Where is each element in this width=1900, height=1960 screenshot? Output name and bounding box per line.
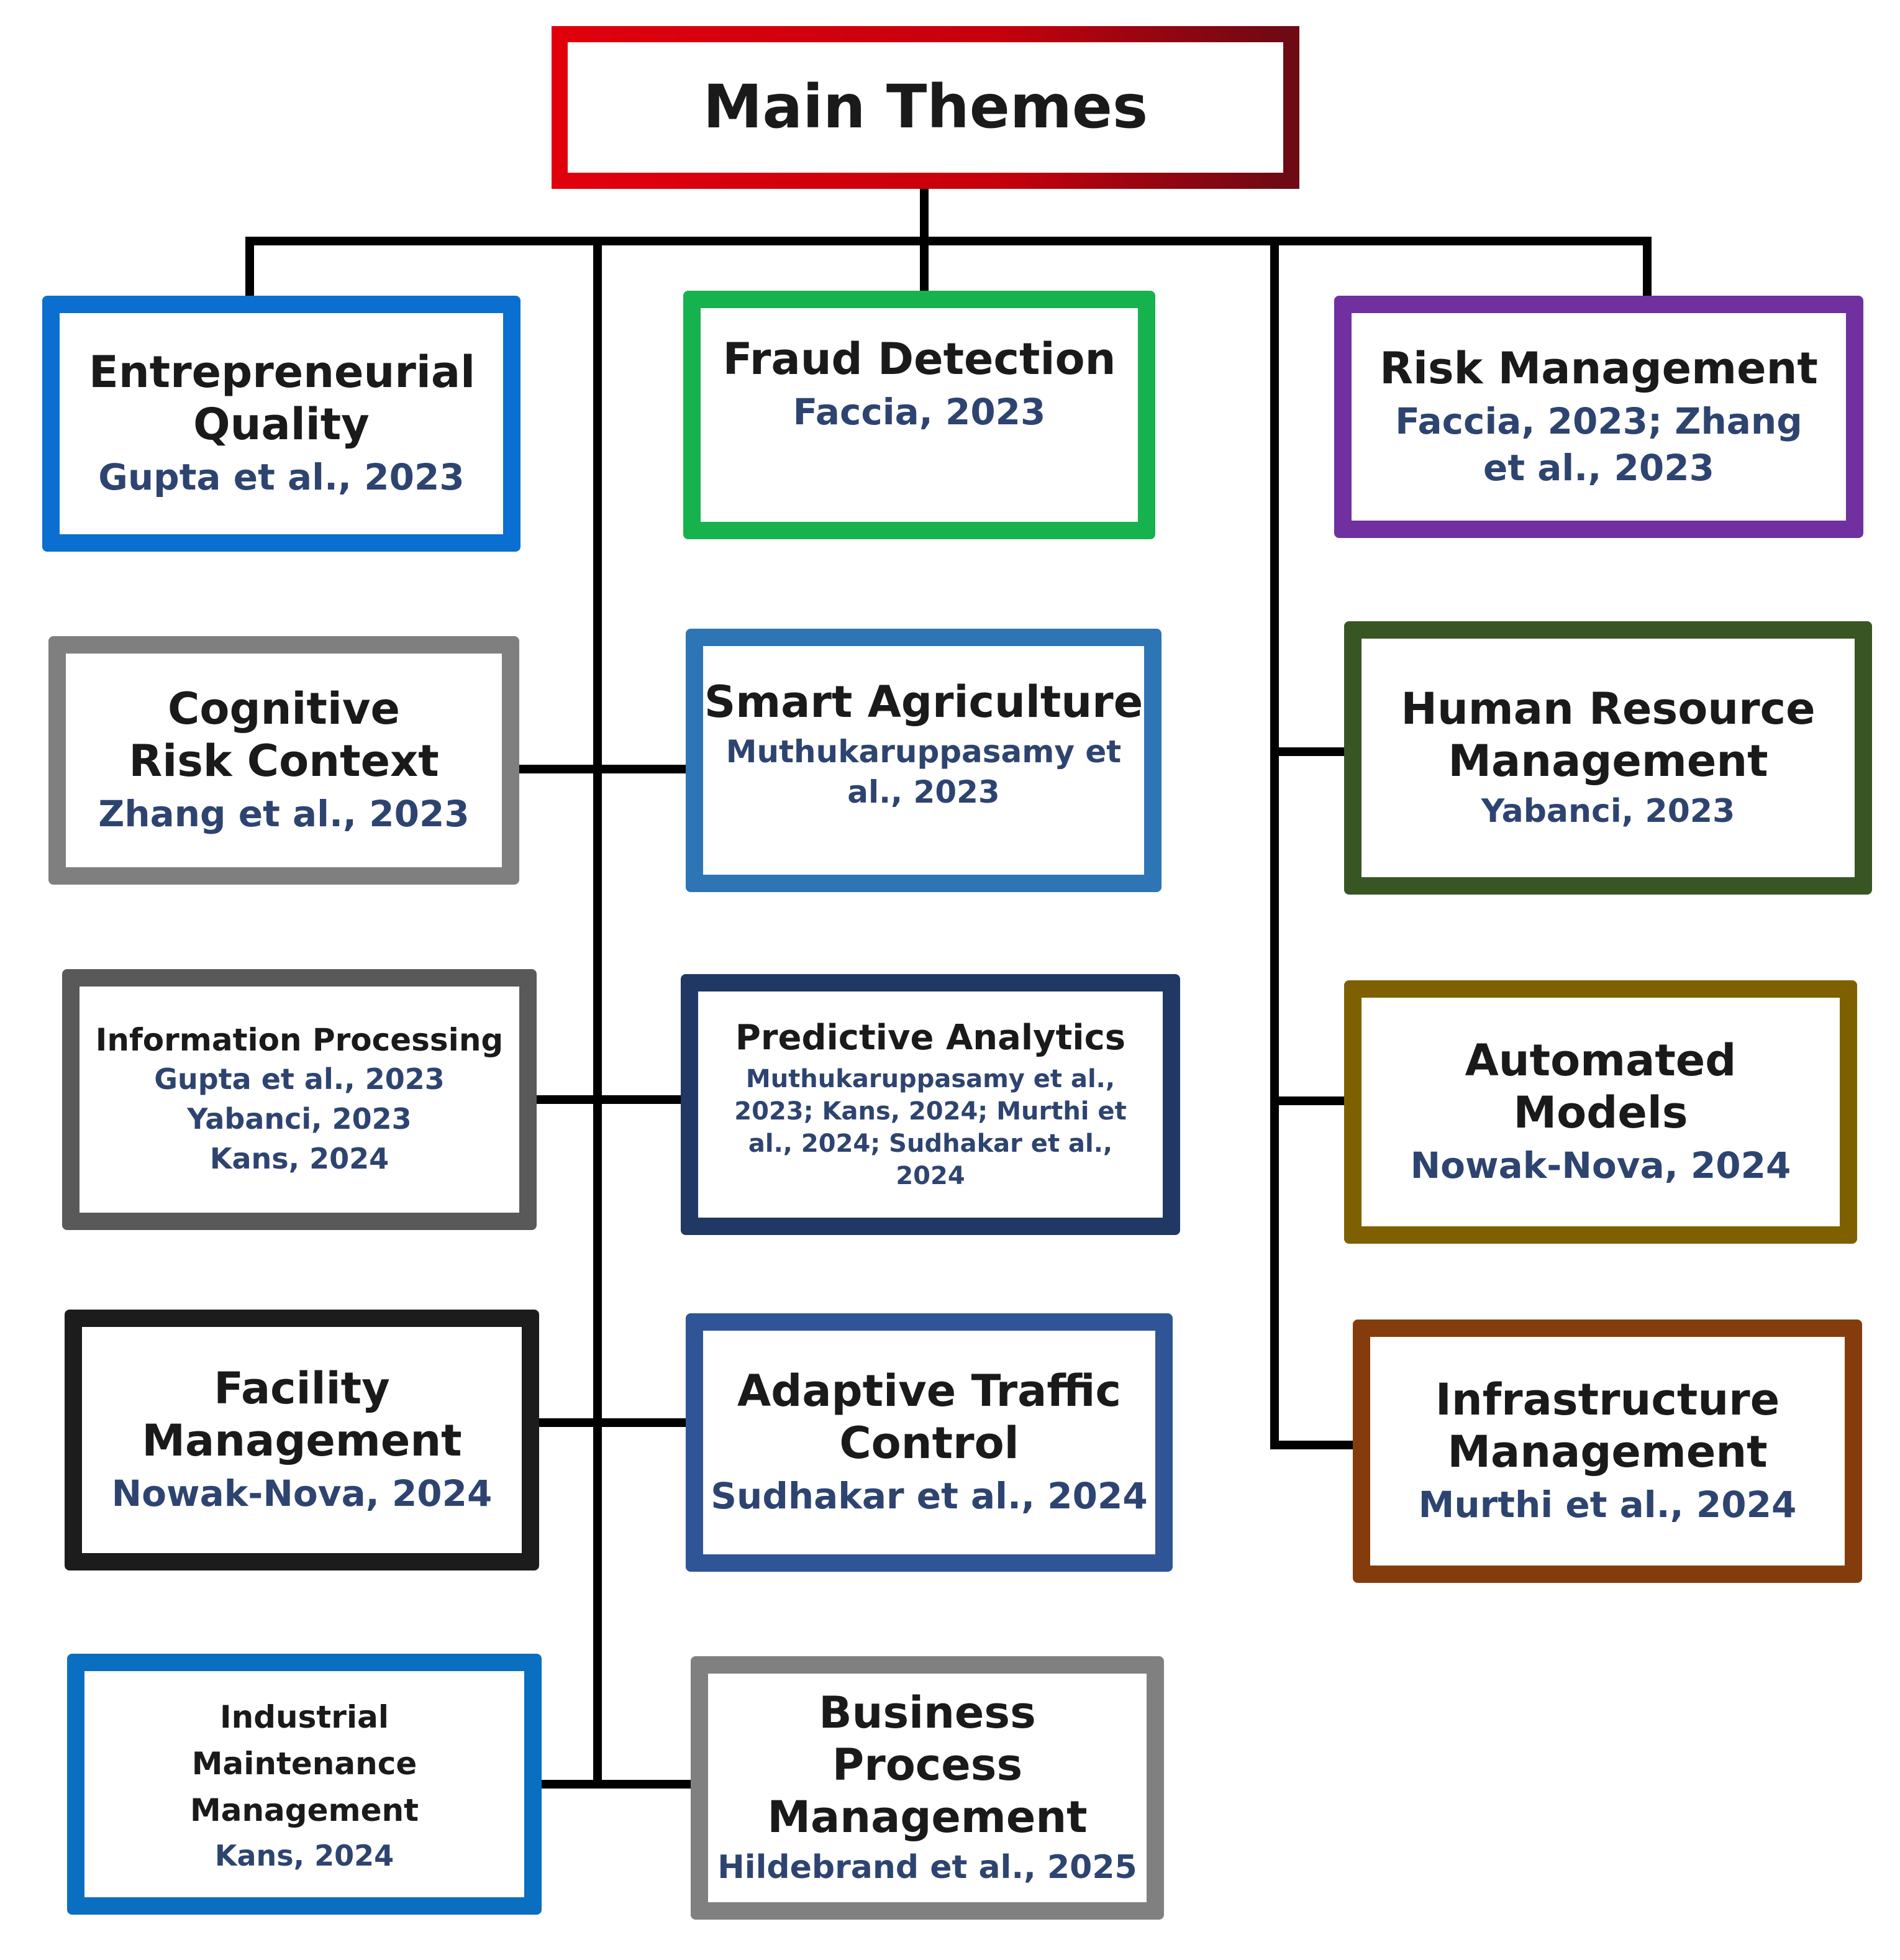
theme-title: Automated Models	[1465, 1035, 1737, 1139]
theme-citation: Murthi et al., 2024	[1418, 1484, 1797, 1526]
theme-box-predictive-analytics: Predictive Analytics Muthukaruppasamy et…	[681, 974, 1180, 1235]
theme-citation: Gupta et al., 2023	[98, 456, 465, 499]
theme-title: Predictive Analytics	[735, 1018, 1126, 1059]
theme-citation: Nowak-Nova, 2024	[111, 1472, 493, 1515]
theme-box-risk-management: Risk Management Faccia, 2023; Zhang et a…	[1334, 296, 1863, 538]
theme-citation: Kans, 2024	[209, 1141, 389, 1175]
theme-citation: Muthukaruppasamy et al., 2023	[725, 734, 1122, 810]
theme-title: Facility Management	[142, 1363, 462, 1467]
root-title: Main Themes	[702, 72, 1148, 142]
theme-citation: Zhang et al., 2023	[98, 793, 470, 836]
theme-box-business-process-management: Business Process Management Hildebrand e…	[691, 1656, 1164, 1920]
theme-citation: Nowak-Nova, 2024	[1410, 1144, 1791, 1187]
theme-title: Adaptive Traffic Control	[737, 1365, 1121, 1469]
theme-title: Risk Management	[1380, 342, 1818, 394]
theme-box-adaptive-traffic-control: Adaptive Traffic Control Sudhakar et al.…	[686, 1313, 1173, 1572]
theme-box-entrepreneurial-quality: Entrepreneurial Quality Gupta et al., 20…	[42, 296, 520, 552]
theme-box-infrastructure-management: Infrastructure Management Murthi et al.,…	[1353, 1320, 1862, 1583]
root-node-main-themes: Main Themes	[552, 26, 1299, 189]
theme-citation: Yabanci, 2023	[187, 1102, 412, 1136]
theme-box-information-processing: Information Processing Gupta et al., 202…	[62, 969, 537, 1230]
theme-citation: Kans, 2024	[214, 1838, 394, 1872]
theme-title: Cognitive Risk Context	[129, 683, 439, 787]
theme-box-automated-models: Automated Models Nowak-Nova, 2024	[1344, 980, 1857, 1244]
theme-citation: Gupta et al., 2023	[154, 1062, 445, 1096]
theme-title: Infrastructure Management	[1435, 1374, 1780, 1478]
theme-box-industrial-maintenance-management: Industrial Maintenance Management Kans, …	[67, 1654, 542, 1915]
theme-title: Human Resource Management	[1401, 683, 1816, 787]
theme-title: Business Process Management	[767, 1687, 1088, 1843]
theme-title: Industrial Maintenance Management	[189, 1698, 419, 1828]
theme-title: Smart Agriculture	[704, 677, 1143, 727]
theme-citation: Faccia, 2023; Zhang et al., 2023	[1395, 399, 1802, 489]
theme-citation: Faccia, 2023	[793, 391, 1046, 433]
theme-box-smart-agriculture: Smart Agriculture Muthukaruppasamy et al…	[686, 629, 1161, 892]
theme-title: Fraud Detection	[722, 334, 1116, 385]
theme-citation: Yabanci, 2023	[1481, 793, 1735, 831]
theme-citation: Sudhakar et al., 2024	[711, 1475, 1148, 1518]
theme-title: Information Processing	[95, 1022, 504, 1059]
theme-box-facility-management: Facility Management Nowak-Nova, 2024	[65, 1310, 539, 1570]
theme-box-fraud-detection: Fraud Detection Faccia, 2023	[683, 291, 1155, 539]
theme-citation: Hildebrand et al., 2025	[717, 1849, 1137, 1887]
theme-title: Entrepreneurial Quality	[89, 347, 476, 450]
theme-box-human-resource-management: Human Resource Management Yabanci, 2023	[1344, 621, 1872, 895]
theme-citation: Muthukaruppasamy et al., 2023; Kans, 202…	[734, 1064, 1127, 1190]
theme-box-cognitive-risk-context: Cognitive Risk Context Zhang et al., 202…	[48, 636, 519, 885]
